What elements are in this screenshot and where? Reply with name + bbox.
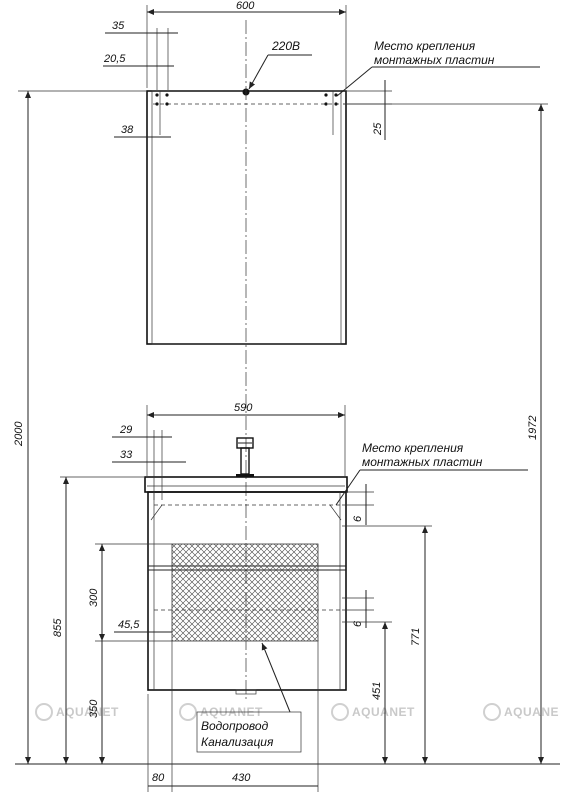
dim-label-29: 29 <box>119 424 132 436</box>
cabinet-mount-callout: Место крепления монтажных пластин <box>335 441 528 506</box>
sewer-label: Канализация <box>201 735 274 749</box>
vanity-cabinet <box>144 437 348 695</box>
dim-label-20-5: 20,5 <box>103 53 126 65</box>
dim-label-600: 600 <box>236 0 255 12</box>
dim-label-6-top: 6 <box>352 515 364 522</box>
mirror-cabinet <box>146 88 347 345</box>
dim-45-5: 45,5 <box>114 619 172 633</box>
svg-text:AQUANET: AQUANET <box>56 705 119 719</box>
dim-bottom: 80 430 <box>147 640 319 792</box>
dim-label-45-5: 45,5 <box>118 619 140 631</box>
watermark: AQUANE <box>483 703 559 721</box>
mirror-mount-label-1: Место крепления <box>374 39 476 53</box>
dim-451: 451 <box>342 621 392 764</box>
dim-label-38: 38 <box>121 124 134 136</box>
dim-20-5: 20,5 <box>103 53 174 67</box>
dim-label-1972: 1972 <box>527 416 539 440</box>
dim-1972: 1972 <box>343 103 548 764</box>
dim-label-80: 80 <box>152 772 165 784</box>
dim-label-2000: 2000 <box>13 421 25 447</box>
dim-label-33: 33 <box>120 449 133 461</box>
dim-label-430: 430 <box>232 772 251 784</box>
watermark: AQUANET <box>331 703 415 721</box>
dim-6-top: 6 <box>342 484 374 525</box>
mirror-mount-label-2: монтажных пластин <box>374 53 495 67</box>
mirror-mount-callout: Место крепления монтажных пластин <box>336 39 540 97</box>
dim-cabinet-width: 590 <box>146 402 346 476</box>
dim-25: 25 <box>343 80 392 140</box>
dim-label-300: 300 <box>88 588 100 607</box>
cabinet-mount-label-1: Место крепления <box>362 441 464 455</box>
dim-mirror-width: 600 <box>146 0 347 88</box>
dim-label-25: 25 <box>372 122 384 136</box>
dim-855: 855 <box>52 476 144 764</box>
power-label: 220В <box>271 39 300 53</box>
dim-29: 29 <box>112 424 172 500</box>
dim-35: 35 <box>105 20 178 90</box>
water-supply-label: Водопровод <box>201 719 269 733</box>
plumbing-callout: Водопровод Канализация <box>196 642 302 753</box>
cabinet-mount-label-2: монтажных пластин <box>362 455 483 469</box>
dim-33: 33 <box>112 449 186 463</box>
dim-38: 38 <box>114 124 171 138</box>
dim-771: 771 <box>342 525 432 764</box>
dim-350: 350 <box>88 641 105 764</box>
dim-2000: 2000 <box>13 90 146 764</box>
dim-label-590: 590 <box>234 402 253 414</box>
dim-label-6-mid: 6 <box>352 620 364 627</box>
svg-text:AQUANET: AQUANET <box>352 705 415 719</box>
faucet <box>236 437 254 477</box>
utility-zone <box>171 543 319 642</box>
dim-300: 300 <box>88 543 172 642</box>
dim-label-350: 350 <box>88 699 100 718</box>
dim-label-771: 771 <box>410 628 422 646</box>
dim-label-855: 855 <box>52 618 64 637</box>
power-callout: 220В <box>248 39 312 90</box>
dim-label-451: 451 <box>371 682 383 700</box>
dim-label-35: 35 <box>112 20 125 32</box>
svg-text:AQUANE: AQUANE <box>504 705 559 719</box>
watermark: AQUANET <box>35 703 119 721</box>
